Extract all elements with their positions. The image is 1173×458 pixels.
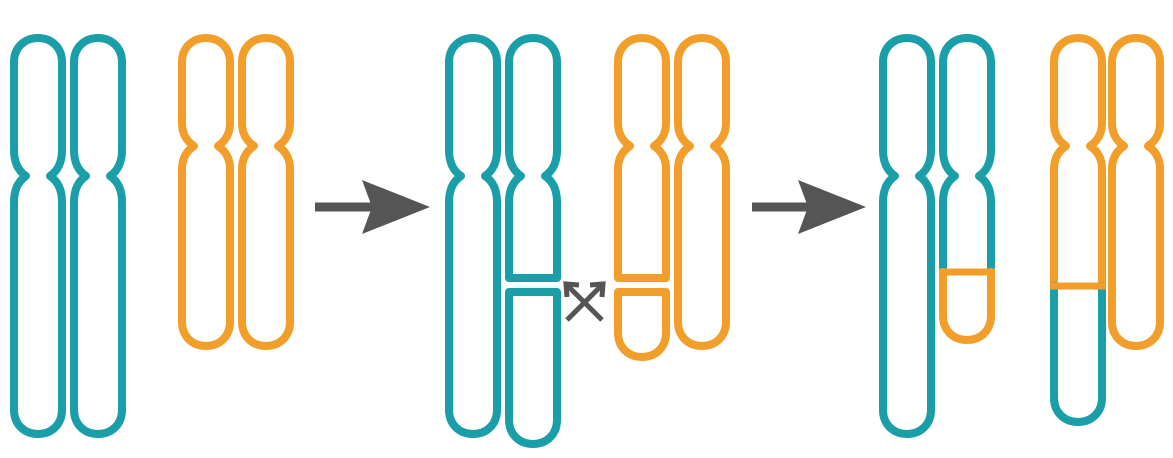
- orange-chromatid-intact: [674, 34, 730, 350]
- teal-chromatid-intact: [445, 34, 501, 438]
- orange-chromatid-1: [178, 34, 234, 350]
- stage-crossover: [445, 34, 730, 448]
- stage-after: [879, 34, 1164, 438]
- recombinant-teal-lower: [1050, 282, 1106, 426]
- arrow-right-icon: [752, 180, 866, 234]
- arrow-right-icon: [315, 180, 430, 234]
- teal-chromatid-2: [70, 34, 126, 438]
- stage-before: [10, 34, 294, 438]
- teal-chromatid-1: [10, 34, 66, 438]
- orange-chromatid-upper-fragment: [614, 34, 670, 282]
- orange-chromatid-lower-fragment: [614, 288, 670, 361]
- recombinant-teal-upper: [939, 34, 995, 276]
- recombinant-orange-lower: [939, 268, 995, 344]
- orange-chromatid-2: [238, 34, 294, 350]
- recombinant-orange-upper: [1050, 34, 1106, 290]
- teal-chromatid-lower-fragment: [505, 288, 561, 448]
- teal-chromatid-upper-fragment: [505, 34, 561, 282]
- exchange-arrows-icon: [563, 281, 606, 322]
- orange-chromatid-intact: [1108, 34, 1164, 350]
- teal-chromatid-intact: [879, 34, 935, 438]
